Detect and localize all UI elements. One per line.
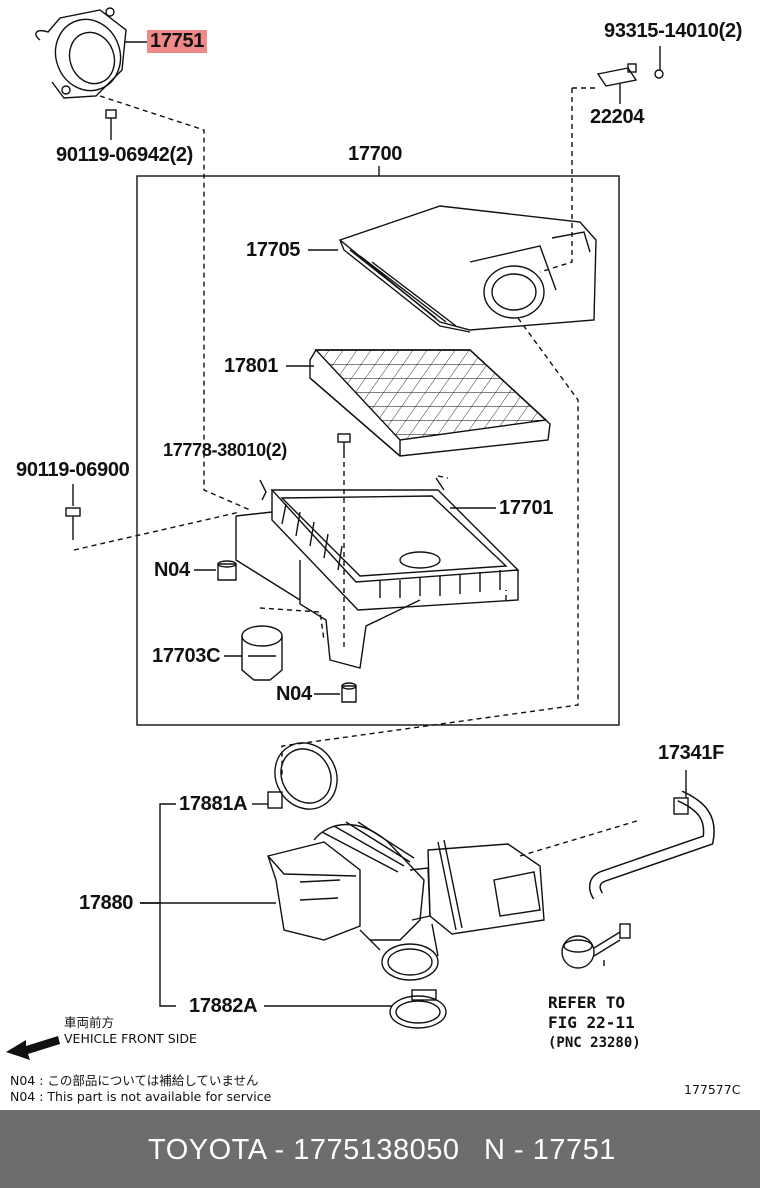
label-90119-06900[interactable]: 90119-06900 (16, 459, 130, 481)
bolt-90119-06900 (65, 507, 81, 540)
note-jp: N04 : この部品については補給していません (10, 1073, 259, 1088)
air-cleaner-case-17701 (235, 477, 520, 669)
dash-bolt-clip (437, 475, 507, 600)
label-17778-38010[interactable]: 17778-38010(2) (163, 440, 287, 460)
dash-bolt-left (73, 511, 241, 551)
reference-line-1: REFER TO (548, 993, 626, 1012)
parts-diagram (6, 7, 715, 1060)
pcv-valve-ref (561, 923, 631, 969)
vacuum-hose-17341f (588, 790, 715, 900)
footer-part-number: TOYOTA - 1775138050 (148, 1134, 460, 1166)
bolt-90119-06942 (105, 109, 117, 132)
label-90119-06942[interactable]: 90119-06942(2) (56, 144, 194, 166)
hose-clamp-17881a (267, 742, 338, 810)
label-17801[interactable]: 17801 (224, 355, 279, 377)
valve-17703c (241, 625, 283, 681)
footer-bar: TOYOTA - 1775138050 N - 17751 (0, 1110, 760, 1188)
dash-cover-to-hose (281, 317, 579, 780)
label-n04-left: N04 (154, 559, 190, 581)
diagram-code: 177577C (684, 1082, 741, 1097)
dash-17751-to-case (99, 95, 251, 511)
label-17341f[interactable]: 17341F (658, 742, 725, 764)
hose-clamp-17882a (389, 989, 447, 1029)
label-93315-14010[interactable]: 93315-14010(2) (604, 20, 743, 42)
air-cleaner-cover-17705 (338, 205, 597, 333)
front-arrow-icon (6, 1036, 60, 1060)
label-22204[interactable]: 22204 (590, 106, 645, 128)
reference-note[interactable]: REFER TO FIG 22-11 (PNC 23280) (548, 993, 641, 1053)
footer-n-number: N - 17751 (484, 1134, 616, 1166)
intake-connector-17751 (35, 7, 127, 99)
label-17700[interactable]: 17700 (348, 143, 403, 165)
direction-label-jp: 車両前方 (64, 1015, 115, 1030)
reference-line-2: FIG 22-11 (548, 1013, 635, 1032)
label-17882a[interactable]: 17882A (189, 995, 258, 1017)
airflow-sensor-22204 (596, 63, 664, 87)
bracket-17880-group (159, 803, 176, 1007)
reference-line-3: (PNC 23280) (548, 1035, 641, 1051)
grommet-n04-left (217, 560, 237, 581)
grommet-n04-bottom (341, 682, 357, 703)
air-inlet-duct-17880 (267, 821, 545, 981)
label-17705[interactable]: 17705 (246, 239, 301, 261)
label-17701[interactable]: 17701 (499, 497, 554, 519)
dash-valve (259, 607, 325, 641)
assembly-box (136, 175, 620, 726)
label-17881a[interactable]: 17881A (179, 793, 248, 815)
screw-17778-38010 (337, 433, 351, 458)
direction-label-en: VEHICLE FRONT SIDE (64, 1031, 197, 1046)
note-en: N04 : This part is not available for ser… (10, 1089, 272, 1104)
label-17703c[interactable]: 17703C (152, 645, 221, 667)
label-n04-bottom: N04 (276, 683, 312, 705)
air-filter-element-17801 (309, 349, 551, 457)
label-17751[interactable]: 17751 (147, 30, 208, 53)
dash-sensor (539, 87, 596, 273)
label-17880[interactable]: 17880 (79, 892, 134, 914)
